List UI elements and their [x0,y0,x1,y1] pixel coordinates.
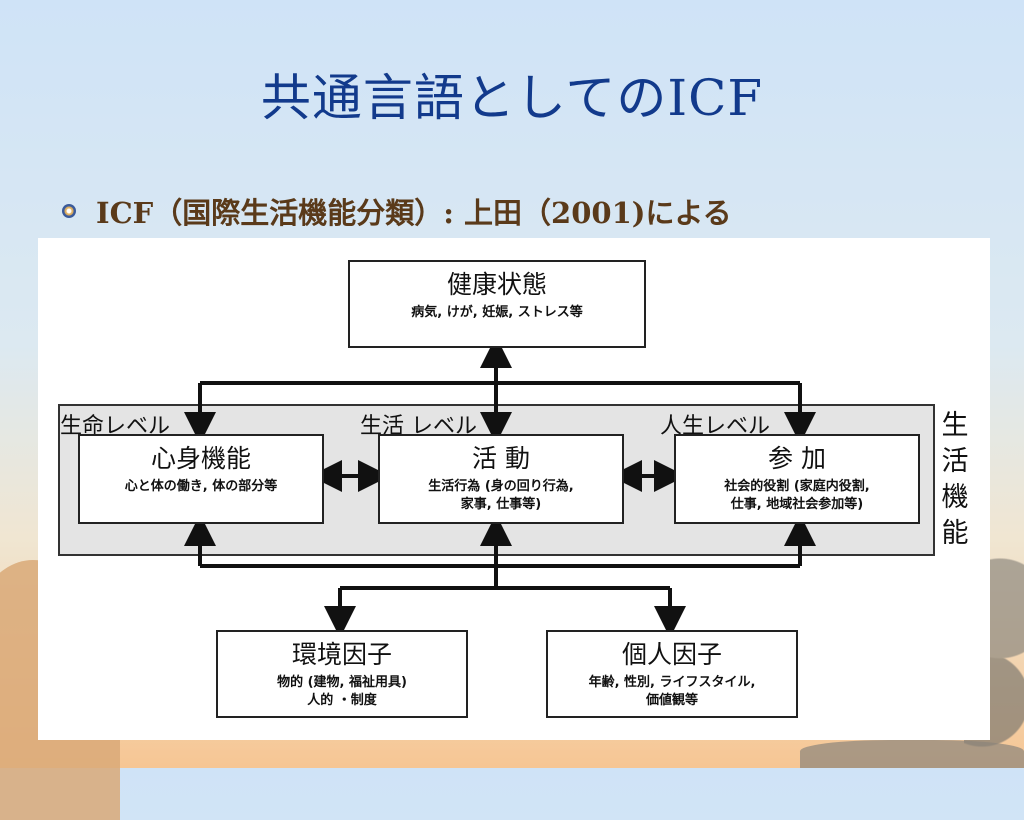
participation-title: 参 加 [768,444,826,473]
side-char: 機 [941,482,969,513]
participation-desc-line2: 仕事, 地域社会参加等) [730,497,864,512]
personal-factors-title: 個人因子 [621,640,722,669]
participation-box: 参 加 社会的役割 (家庭内役割, 仕事, 地域社会参加等) [674,434,920,524]
health-condition-desc: 病気, けが, 妊娠, ストレス等 [411,305,583,320]
participation-desc-line1: 社会的役割 (家庭内役割, [724,479,870,494]
bullet-text: ICF（国際生活機能分類）: 上田（2001)による [96,196,732,230]
bullet-icon [62,204,76,218]
activity-desc-line2: 家事, 仕事等) [460,497,542,512]
activity-desc-line1: 生活行為 (身の回り行為, [428,479,574,494]
personal-factors-desc-line2: 価値観等 [645,693,698,708]
health-condition-title: 健康状態 [446,270,547,299]
body-function-title: 心身機能 [150,444,251,473]
slide-title: 共通言語としてのICF [260,69,764,127]
icf-diagram: 生命レベル 生活 レベル 人生レベル 生 活 機 能 [38,238,990,740]
activity-title: 活 動 [472,444,530,473]
background-ground [800,740,1024,768]
health-condition-box: 健康状態 病気, けが, 妊娠, ストレス等 [348,260,646,348]
environmental-factors-box: 環境因子 物的 (建物, 福祉用具) 人的 ・制度 [216,630,468,718]
activity-box: 活 動 生活行為 (身の回り行為, 家事, 仕事等) [378,434,624,524]
body-function-desc: 心と体の働き, 体の部分等 [124,479,278,494]
connector-arrows [184,336,816,638]
personal-factors-desc-line1: 年齢, 性別, ライフスタイル, [588,675,756,690]
environmental-factors-desc-line1: 物的 (建物, 福祉用具) [277,675,407,690]
body-function-box: 心身機能 心と体の働き, 体の部分等 [78,434,324,524]
environmental-factors-title: 環境因子 [291,640,392,669]
side-label-functioning: 生 活 機 能 [938,408,972,552]
environmental-factors-desc-line2: 人的 ・制度 [307,693,377,708]
side-char: 活 [941,446,969,477]
side-char: 生 [941,410,969,441]
bullet-item: ICF（国際生活機能分類）: 上田（2001)による [62,190,732,232]
side-char: 能 [941,518,969,549]
personal-factors-box: 個人因子 年齢, 性別, ライフスタイル, 価値観等 [546,630,798,718]
